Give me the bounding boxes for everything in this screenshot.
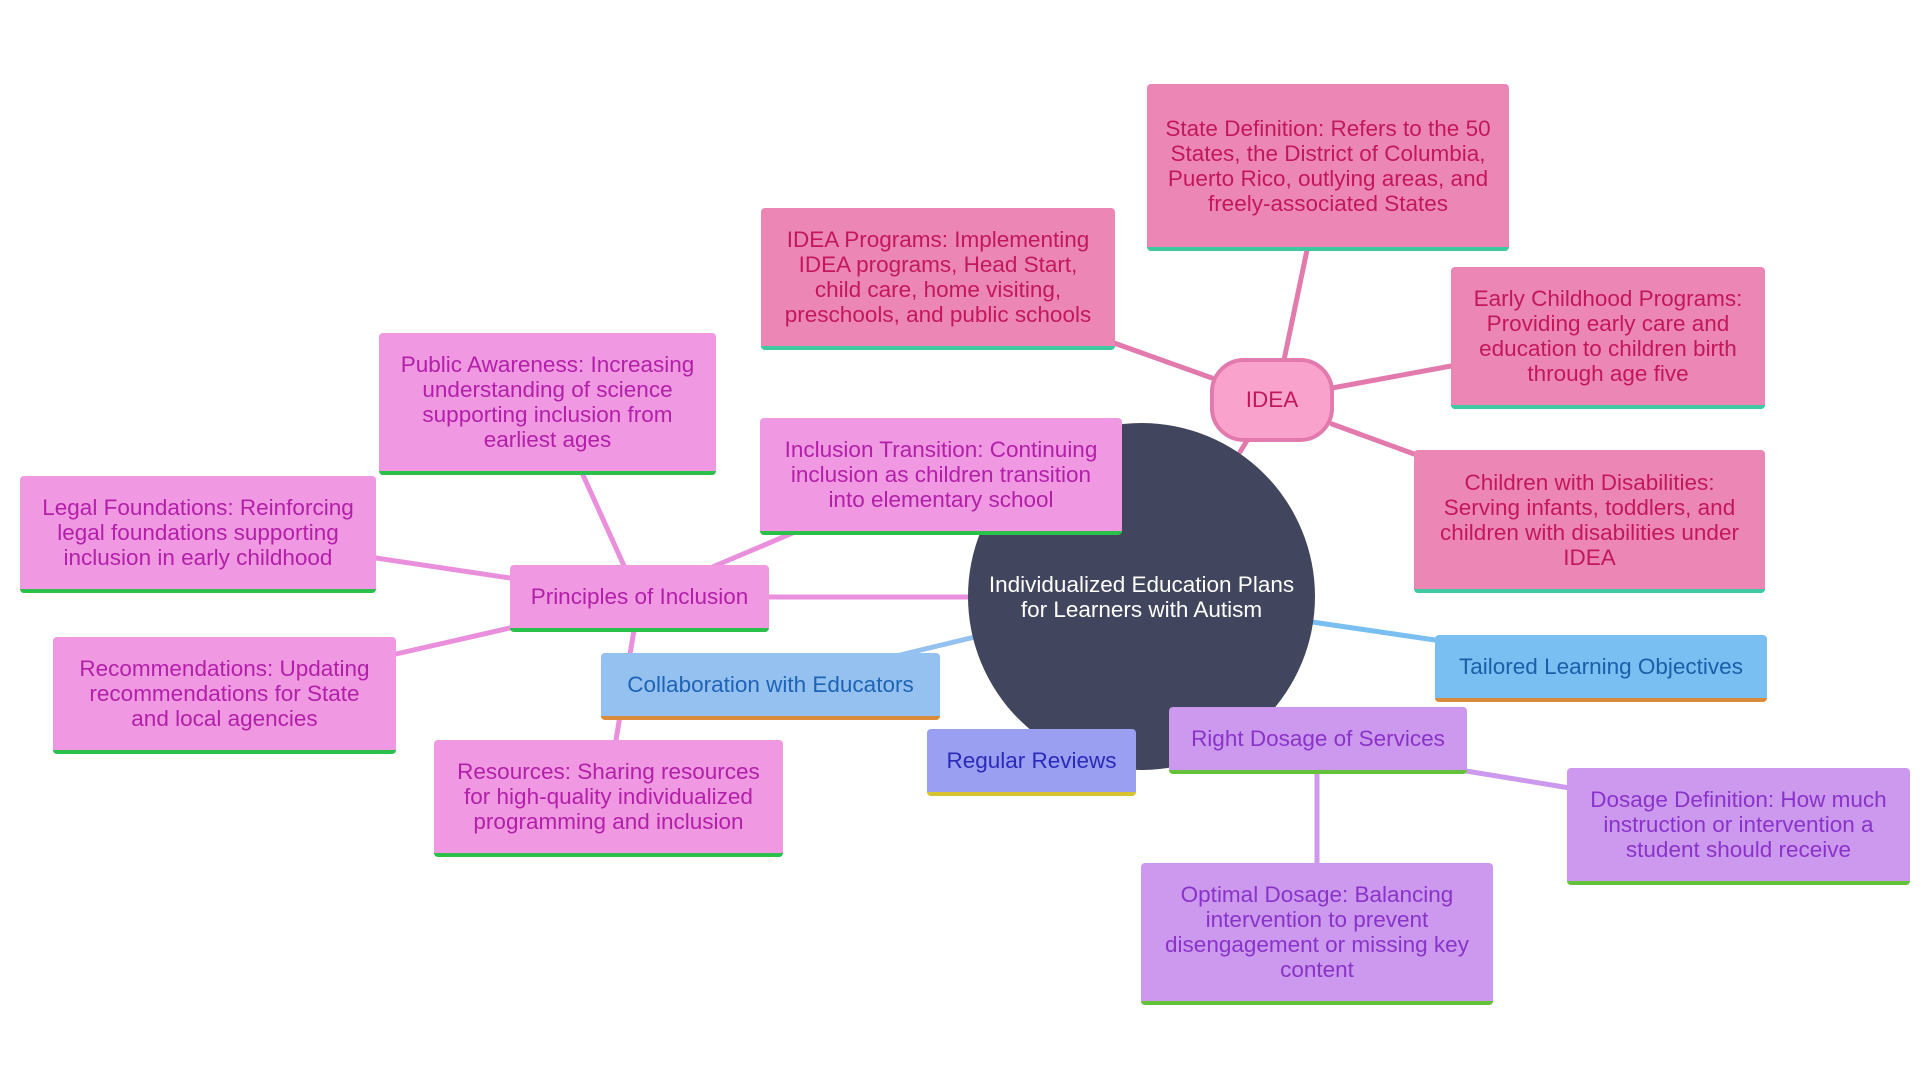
inclusion-public-awareness-text: Public Awareness: Increasing understandi… bbox=[400, 352, 695, 452]
idea-disabilities-text: Children with Disabilities: Serving infa… bbox=[1440, 469, 1739, 570]
idea-node[interactable]: IDEA bbox=[1210, 358, 1334, 442]
connector-center-tailored bbox=[1309, 619, 1438, 643]
central-topic-label: Individualized Education Plans for Learn… bbox=[988, 571, 1295, 622]
connector-inclusion-recommendations bbox=[393, 625, 513, 657]
idea-state-definition-text: State Definition: Refers to the 50 State… bbox=[1165, 115, 1491, 216]
connector-idea-programs bbox=[1111, 340, 1215, 381]
connector-inclusion-legal bbox=[373, 555, 513, 581]
regular-reviews-label: Regular Reviews bbox=[946, 748, 1117, 773]
dosage-definition-node[interactable]: Dosage Definition: How much instruction … bbox=[1567, 768, 1910, 885]
idea-label: IDEA bbox=[1245, 387, 1299, 412]
idea-programs-node[interactable]: IDEA Programs: Implementing IDEA program… bbox=[761, 208, 1115, 350]
inclusion-transition-text: Inclusion Transition: Continuing inclusi… bbox=[784, 437, 1098, 512]
right-dosage-of-services-label: Right Dosage of Services bbox=[1191, 726, 1445, 751]
connector-center-collaboration bbox=[897, 634, 978, 658]
inclusion-resources-node[interactable]: Resources: Sharing resources for high-qu… bbox=[434, 740, 783, 857]
dosage-optimal-node[interactable]: Optimal Dosage: Balancing intervention t… bbox=[1141, 863, 1493, 1005]
inclusion-resources-text: Resources: Sharing resources for high-qu… bbox=[457, 759, 760, 834]
inclusion-public-awareness-node[interactable]: Public Awareness: Increasing understandi… bbox=[379, 333, 716, 475]
principles-of-inclusion-label: Principles of Inclusion bbox=[530, 584, 749, 609]
regular-reviews-node[interactable]: Regular Reviews bbox=[927, 729, 1136, 796]
inclusion-transition-node[interactable]: Inclusion Transition: Continuing inclusi… bbox=[760, 418, 1122, 535]
connector-idea-state bbox=[1281, 247, 1310, 363]
connector-idea-disabilities bbox=[1329, 421, 1417, 457]
right-dosage-of-services-node[interactable]: Right Dosage of Services bbox=[1169, 707, 1467, 774]
tailored-learning-objectives-label: Tailored Learning Objectives bbox=[1459, 654, 1743, 679]
inclusion-recommendations-node[interactable]: Recommendations: Updating recommendation… bbox=[53, 637, 396, 754]
idea-programs-text: IDEA Programs: Implementing IDEA program… bbox=[784, 227, 1092, 327]
collaboration-with-educators-node[interactable]: Collaboration with Educators bbox=[601, 653, 940, 720]
idea-state-definition-node[interactable]: State Definition: Refers to the 50 State… bbox=[1147, 84, 1509, 251]
tailored-learning-objectives-node[interactable]: Tailored Learning Objectives bbox=[1435, 635, 1767, 702]
inclusion-recommendations-text: Recommendations: Updating recommendation… bbox=[79, 656, 370, 731]
principles-of-inclusion-node[interactable]: Principles of Inclusion bbox=[510, 565, 769, 632]
idea-disabilities-node[interactable]: Children with Disabilities: Serving infa… bbox=[1414, 450, 1765, 593]
idea-early-childhood-node[interactable]: Early Childhood Programs: Providing earl… bbox=[1451, 267, 1765, 409]
idea-early-childhood-text: Early Childhood Programs: Providing earl… bbox=[1473, 286, 1743, 386]
dosage-optimal-text: Optimal Dosage: Balancing intervention t… bbox=[1165, 882, 1469, 982]
dosage-definition-text: Dosage Definition: How much instruction … bbox=[1590, 787, 1887, 862]
connector-inclusion-public bbox=[580, 472, 628, 571]
connector-inclusion-transition bbox=[707, 529, 798, 571]
inclusion-legal-foundations-text: Legal Foundations: Reinforcing legal fou… bbox=[42, 495, 354, 570]
inclusion-legal-foundations-node[interactable]: Legal Foundations: Reinforcing legal fou… bbox=[20, 476, 376, 593]
connector-dosage-definition bbox=[1463, 768, 1573, 791]
connector-idea-early bbox=[1329, 363, 1454, 391]
collaboration-with-educators-label: Collaboration with Educators bbox=[627, 672, 914, 697]
